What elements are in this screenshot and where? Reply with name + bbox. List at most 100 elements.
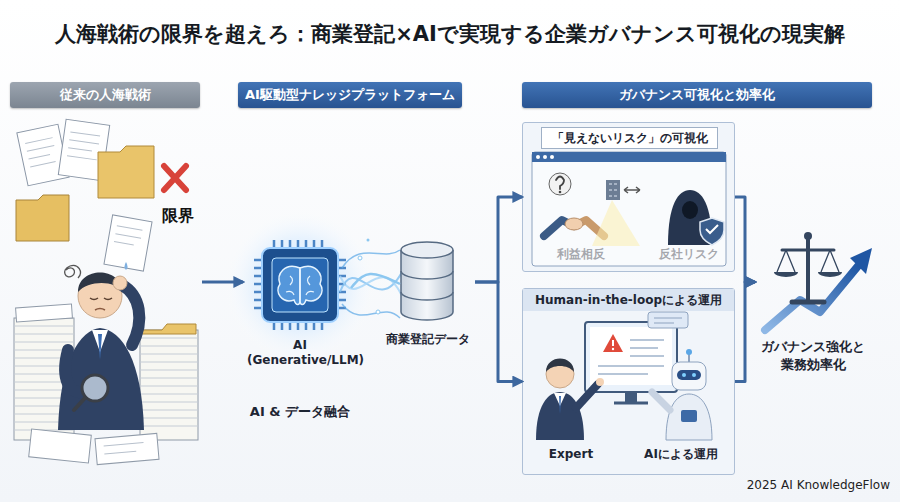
expert-shirt	[554, 393, 566, 406]
scale-base	[792, 300, 824, 305]
sweat-drop	[125, 262, 128, 270]
expert-tie	[559, 396, 561, 414]
scale-pan	[774, 272, 798, 277]
database: 商業登記データ	[380, 236, 475, 351]
warning-dot	[612, 348, 614, 350]
sparkle	[358, 256, 362, 260]
expert-head	[546, 360, 574, 388]
trend-arrow	[765, 266, 858, 330]
browser-window	[532, 152, 726, 266]
brain-folds	[286, 270, 314, 300]
paper-stack	[140, 330, 198, 440]
paper-sheet	[17, 124, 69, 186]
section-band: ガバナンス可視化と効率化	[522, 82, 872, 108]
diagram-title: 人海戦術の限界を超えろ：商業登記×AIで実現する企業ガバナンス可視化の現実解	[0, 20, 900, 48]
database-body	[401, 250, 453, 320]
node-text: Expert	[531, 447, 611, 462]
flow-connector	[475, 282, 522, 382]
risk-item: 反社リスク	[644, 161, 734, 261]
robot-badge	[681, 410, 697, 422]
expert-body	[536, 392, 584, 440]
browser-dot	[536, 155, 540, 159]
paper-sheet	[95, 433, 159, 464]
node-text: AI (Generative/LLM)	[247, 338, 353, 368]
warning-mark	[612, 340, 614, 346]
scale-strings	[777, 250, 839, 272]
paper-lines	[25, 138, 57, 167]
scale-top	[804, 232, 812, 240]
database-top	[401, 242, 453, 258]
risk-icon	[592, 180, 724, 246]
magnifier-handle	[74, 398, 85, 410]
expert-arm	[576, 384, 598, 408]
hitl-panel: Human-in-the-loopによる運用ExpertAIによる運用	[522, 288, 735, 475]
worker-figure: 限界	[10, 130, 200, 460]
paper-sheet	[16, 304, 73, 322]
paper-sheet	[104, 215, 152, 271]
magnifier-lens	[82, 375, 108, 401]
bubble-lines	[654, 318, 682, 323]
worker-eyes	[90, 298, 112, 300]
section-band: 従来の人海戦術	[10, 82, 200, 108]
folder	[142, 324, 196, 334]
browser-dot	[550, 155, 554, 159]
browser-bar	[532, 152, 726, 162]
chip-core	[272, 258, 328, 312]
data-fusion-swirl	[340, 239, 402, 319]
section-band: AI駆動型ナレッジプラットフォーム	[238, 82, 462, 108]
robot-arm	[652, 392, 670, 410]
node-text: 従来の人海戦術	[10, 82, 200, 108]
node-text: 反社リスク	[644, 247, 734, 262]
node-text: AIによる運用	[631, 447, 731, 462]
paper-sheet	[58, 119, 109, 181]
chip-pins	[254, 240, 346, 330]
light-beam	[592, 200, 640, 246]
handshake-arm	[574, 220, 604, 236]
actor-figure: Expert	[531, 319, 611, 469]
scale-post	[806, 238, 810, 300]
node-text: ガバナンス可視化と効率化	[522, 82, 872, 108]
shield-check	[706, 225, 718, 233]
conflict-icon	[544, 173, 604, 236]
swirl-line	[340, 276, 402, 296]
question-bubble	[549, 173, 571, 195]
credit-text: 2025 AI KnowledgeFlow	[690, 478, 890, 492]
worker-tie	[98, 334, 102, 360]
worker-body	[58, 328, 144, 430]
robot-head	[672, 362, 706, 390]
robot-visor	[677, 370, 701, 380]
node-text: 「見えないリスク」の可視化	[541, 127, 718, 149]
monitor-screen	[590, 327, 672, 385]
chip-body	[262, 248, 338, 322]
paper-sheet	[29, 429, 92, 463]
worker-head	[78, 274, 122, 318]
shield	[700, 218, 724, 245]
flow-connector	[735, 197, 755, 282]
actor-figure: AIによる運用	[631, 319, 731, 469]
flow-connector	[475, 197, 522, 282]
expert-hair	[546, 359, 574, 373]
browser-dot	[543, 155, 547, 159]
hooded-figure	[668, 190, 712, 245]
monitor	[585, 322, 677, 392]
browser-frame	[532, 152, 726, 266]
question-dot	[559, 191, 562, 194]
paper-lines	[104, 443, 145, 454]
stress-squiggle	[65, 265, 81, 278]
hooded-face	[682, 201, 698, 219]
worker-arm	[65, 350, 85, 392]
robot-eye	[682, 373, 686, 377]
sparkle	[367, 239, 370, 242]
handshake-arm	[544, 220, 574, 236]
folder	[16, 195, 69, 241]
folder	[98, 146, 154, 198]
node-text: AI駆動型ナレッジプラットフォーム	[238, 82, 462, 108]
risk-panel: 「見えないリスク」の可視化利益相反反社リスク	[522, 122, 735, 272]
paper-lines	[114, 226, 142, 246]
result-icon: ガバナンス強化と 業務効率化	[755, 220, 875, 380]
flow-connector	[351, 274, 400, 288]
